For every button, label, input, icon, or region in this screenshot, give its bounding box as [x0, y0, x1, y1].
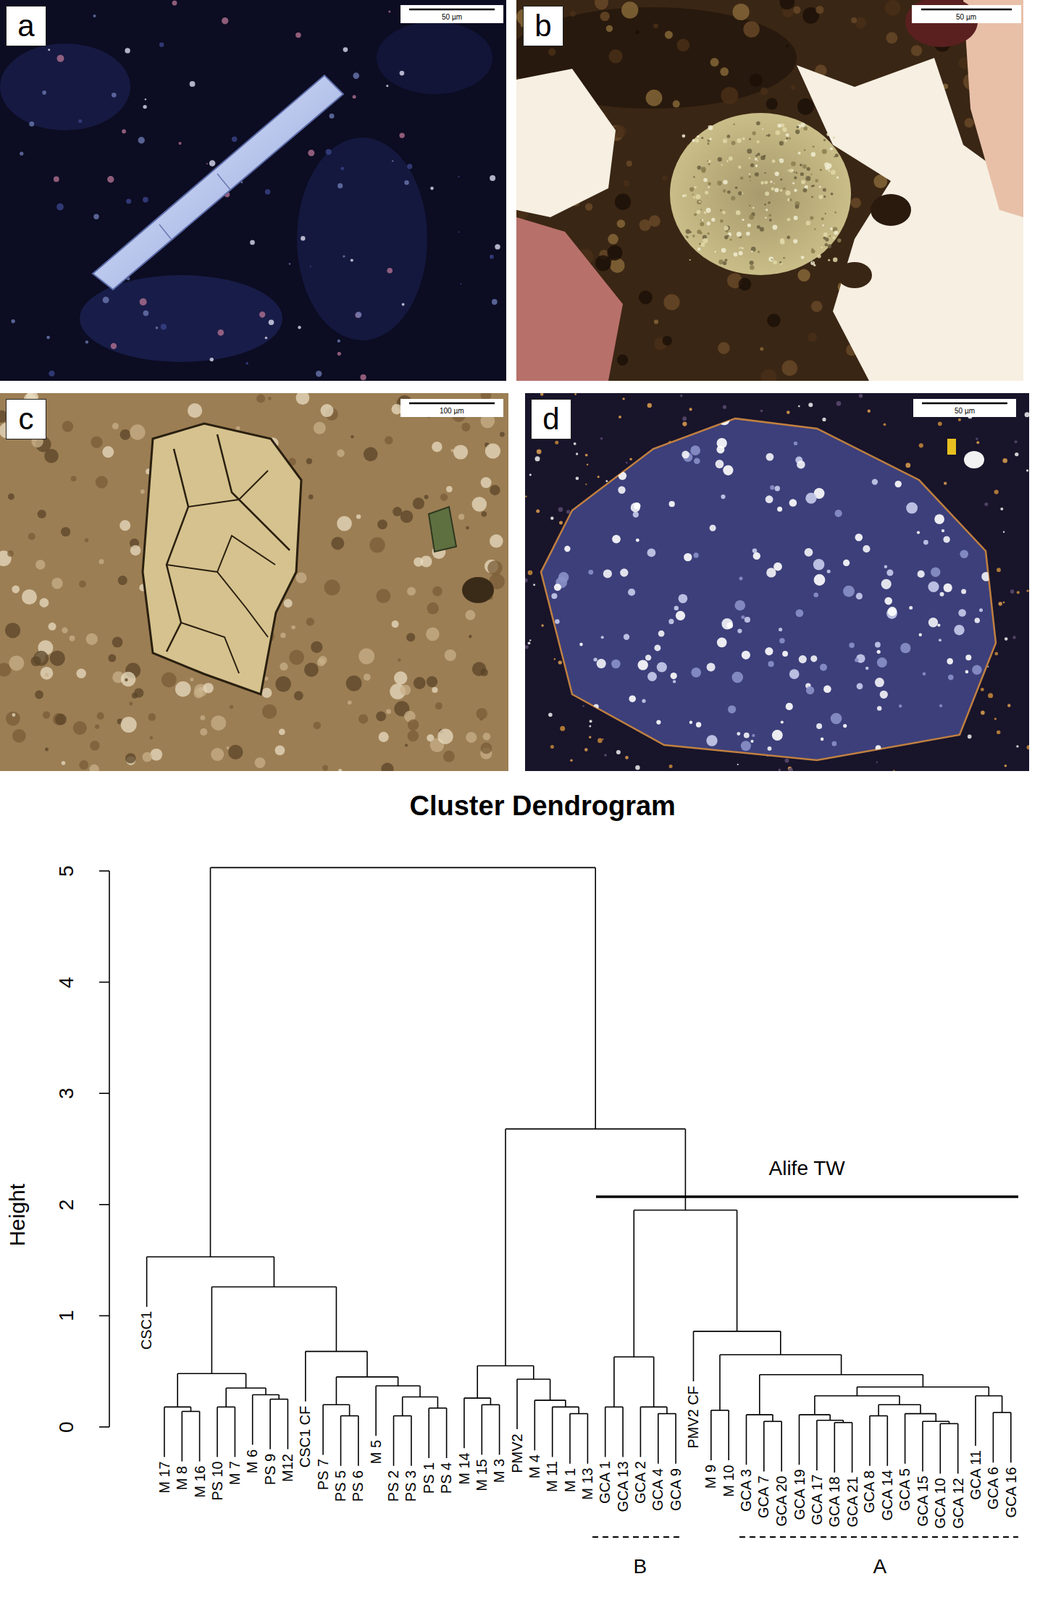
- panel-letter: d: [542, 404, 560, 435]
- leaf-label: PS 1: [420, 1462, 438, 1495]
- leaf-label: M 7: [226, 1461, 244, 1486]
- leaf-label: M 10: [720, 1465, 738, 1497]
- leaf-label: GCA 11: [966, 1450, 984, 1501]
- leaf-label: PS 5: [332, 1470, 350, 1503]
- leaf-label: GCA 20: [773, 1475, 791, 1527]
- leaf-label: M 6: [244, 1449, 261, 1474]
- leaf-label: M 4: [526, 1454, 544, 1479]
- leaf-label: GCA 1: [596, 1462, 614, 1505]
- leaf-label: M 15: [473, 1459, 491, 1492]
- panel-letter: b: [534, 10, 552, 42]
- leaf-label: GCA 5: [896, 1468, 914, 1512]
- leaf-label: M 17: [156, 1461, 174, 1494]
- leaf-label: CSC1 CF: [296, 1406, 314, 1469]
- leaf-label: M 14: [456, 1452, 473, 1485]
- dendrogram-lines: [99, 867, 1012, 1474]
- leaf-label: CSC1: [138, 1311, 155, 1350]
- leaf-label: GCA 17: [808, 1475, 825, 1526]
- leaf-label: PMV2: [509, 1433, 526, 1474]
- leaf-label: PS 6: [349, 1470, 367, 1503]
- leaf-label: GCA 4: [649, 1468, 667, 1512]
- micrograph-a: [0, 0, 507, 381]
- leaf-label: GCA 19: [790, 1469, 808, 1521]
- panel-letter-box: d: [530, 399, 572, 440]
- panel-letter-box: b: [522, 5, 564, 47]
- axis-title: Height: [5, 1183, 31, 1247]
- leaf-label: GCA 15: [914, 1475, 932, 1527]
- leaf-label: PS 10: [209, 1461, 226, 1501]
- leaf-label: M 16: [191, 1465, 208, 1498]
- axis-tick-label: 1: [55, 1310, 79, 1323]
- leaf-label: M 11: [543, 1461, 561, 1493]
- axis-tick-label: 5: [55, 865, 79, 878]
- leaf-label: GCA 16: [1002, 1467, 1019, 1518]
- panel-letter-box: a: [5, 5, 47, 47]
- group-dash: [739, 1536, 1019, 1539]
- leaf-label: PS 7: [315, 1459, 332, 1491]
- leaf-label: GCA 14: [879, 1470, 896, 1522]
- panel-letter: c: [18, 404, 35, 435]
- micrograph-c: [0, 393, 509, 772]
- scale-bar-label: 50 µm: [955, 13, 977, 22]
- cluster-label: B: [633, 1555, 648, 1579]
- leaf-label: M 8: [173, 1465, 191, 1490]
- leaf-label: M 3: [491, 1459, 508, 1484]
- axis-tick-label: 4: [55, 976, 79, 989]
- leaf-label: PS 4: [438, 1462, 455, 1495]
- leaf-label: GCA 18: [826, 1477, 844, 1529]
- leaf-label: GCA 9: [667, 1468, 685, 1512]
- axis-tick-label: 3: [55, 1087, 79, 1100]
- leaf-label: GCA 8: [861, 1470, 878, 1514]
- scale-bar-label: 50 µm: [954, 407, 975, 416]
- leaf-label: PS 2: [385, 1470, 402, 1503]
- leaf-label: PMV2 CF: [685, 1386, 702, 1450]
- leaf-label: GCA 10: [932, 1478, 949, 1529]
- micrograph-b: [516, 0, 1024, 381]
- axis-tick-label: 2: [55, 1199, 79, 1211]
- leaf-label: M 13: [579, 1468, 597, 1500]
- leaf-label: M12: [279, 1454, 297, 1483]
- micrograph-d: [525, 393, 1030, 772]
- leaf-label: GCA 12: [949, 1478, 967, 1529]
- group-bar: [596, 1195, 1019, 1199]
- axis-tick-label: 0: [55, 1421, 79, 1434]
- scale-bar-label: 50 µm: [441, 13, 463, 22]
- scale-bar-label: 100 µm: [439, 407, 465, 416]
- leaf-label: M 1: [562, 1468, 579, 1493]
- cluster-label: A: [873, 1555, 888, 1579]
- leaf-label: PS 3: [403, 1470, 421, 1503]
- leaf-label: GCA 13: [614, 1461, 632, 1513]
- leaf-label: GCA 2: [632, 1462, 649, 1505]
- chart-title: Cluster Dendrogram: [409, 790, 676, 823]
- leaf-label: GCA 3: [737, 1469, 755, 1513]
- leaf-label: M 5: [367, 1440, 385, 1465]
- leaf-label: M 9: [702, 1465, 720, 1490]
- group-dash: [592, 1536, 683, 1539]
- leaf-label: GCA 7: [755, 1475, 773, 1519]
- group-label: Alife TW: [769, 1157, 846, 1181]
- panel-letter: a: [17, 10, 35, 42]
- panel-letter-box: c: [5, 399, 47, 440]
- leaf-label: GCA 21: [843, 1477, 861, 1529]
- leaf-label: PS 9: [262, 1454, 279, 1486]
- leaf-label: GCA 6: [984, 1467, 1002, 1511]
